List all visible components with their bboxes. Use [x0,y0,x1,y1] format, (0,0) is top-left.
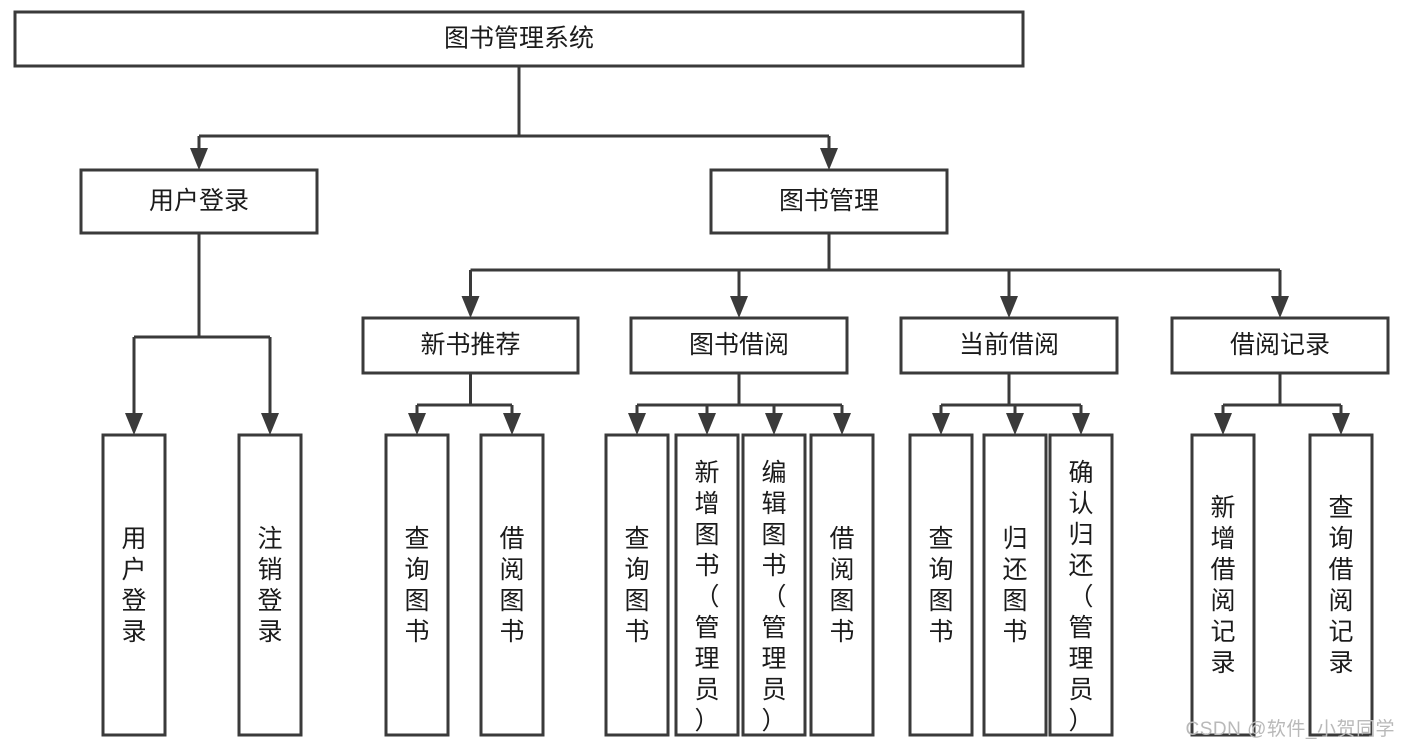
node-box[interactable] [709,168,949,235]
node-book-borrow[interactable]: 图书借阅 [629,316,849,375]
arrow-head-icon [461,296,480,318]
arrow-head-icon [730,296,748,318]
node-label: 归还图书 [1002,525,1027,646]
arrow-head-icon [1214,413,1232,435]
node-new-book-recommend[interactable]: 新书推荐 [361,316,580,375]
node-label: 确认归还（管理员） [1068,459,1093,735]
node-user-login[interactable]: 用户登录 [79,168,319,235]
node-leaf-borrow-book-rec[interactable]: 借阅图书 [479,433,545,737]
node-box[interactable] [237,433,303,737]
node-label: 新增图书（管理员） [694,459,719,735]
arrow-head-icon [408,413,426,435]
node-label: 图书管理 [779,187,879,215]
node-leaf-borrow-book[interactable]: 借阅图书 [809,433,875,737]
node-leaf-query-book-borrow[interactable]: 查询图书 [604,433,670,737]
node-label: 编辑图书（管理员） [761,459,786,735]
arrow-head-icon [765,413,783,435]
node-label: 借阅图书 [829,525,854,646]
node-current-borrow[interactable]: 当前借阅 [899,316,1119,375]
node-label: 用户登录 [121,525,146,646]
watermark-text: CSDN @软件_小贺同学 [1185,719,1395,740]
arrow-head-icon [1271,296,1289,318]
node-label: 新增借阅记录 [1210,494,1235,677]
node-leaf-return-book[interactable]: 归还图书 [982,433,1048,737]
node-leaf-confirm-return-admin[interactable]: 确认归还（管理员） [1048,433,1114,737]
node-label: 当前借阅 [959,331,1059,359]
arrow-head-icon [1006,413,1024,435]
node-box[interactable] [13,10,1025,68]
node-leaf-user-login[interactable]: 用户登录 [101,433,167,737]
node-root[interactable]: 图书管理系统 [13,10,1025,68]
node-box[interactable] [1190,433,1256,737]
node-leaf-query-book-rec[interactable]: 查询图书 [384,433,450,737]
connector-layer [125,66,1350,435]
arrow-head-icon [833,413,851,435]
node-box[interactable] [361,316,580,375]
node-label: 查询图书 [928,525,953,646]
node-book-manage[interactable]: 图书管理 [709,168,949,235]
node-label: 查询图书 [624,525,649,646]
arrow-head-icon [190,148,208,170]
arrow-head-icon [1332,413,1350,435]
node-borrow-record[interactable]: 借阅记录 [1170,316,1390,375]
node-box[interactable] [1308,433,1374,737]
node-box[interactable] [79,168,319,235]
node-box[interactable] [604,433,670,737]
node-box[interactable] [479,433,545,737]
node-box[interactable] [1170,316,1390,375]
node-label: 借阅图书 [499,525,524,646]
arrow-head-icon [628,413,646,435]
arrow-head-icon [503,413,521,435]
node-leaf-query-borrow-record[interactable]: 查询借阅记录 [1308,433,1374,737]
node-label: 图书管理系统 [444,25,594,53]
node-box[interactable] [982,433,1048,737]
arrow-head-icon [1072,413,1090,435]
arrow-head-icon [125,413,143,435]
node-label: 新书推荐 [420,331,520,359]
node-box[interactable] [741,433,807,737]
arrow-head-icon [698,413,716,435]
arrow-head-icon [261,413,279,435]
node-label: 查询借阅记录 [1328,494,1353,677]
node-box[interactable] [908,433,974,737]
node-box[interactable] [1048,433,1114,737]
node-box[interactable] [101,433,167,737]
node-label: 图书借阅 [689,331,789,359]
arrow-head-icon [1000,296,1018,318]
node-box[interactable] [629,316,849,375]
node-box[interactable] [809,433,875,737]
node-leaf-add-borrow-record[interactable]: 新增借阅记录 [1190,433,1256,737]
node-box[interactable] [384,433,450,737]
node-leaf-user-logout[interactable]: 注销登录 [237,433,303,737]
arrow-head-icon [820,148,838,170]
node-leaf-add-book-admin[interactable]: 新增图书（管理员） [674,433,740,737]
node-box[interactable] [899,316,1119,375]
node-label: 用户登录 [149,187,249,215]
node-label: 查询图书 [404,525,429,646]
node-layer: 图书管理系统用户登录图书管理新书推荐图书借阅当前借阅借阅记录用户登录注销登录查询… [13,10,1390,737]
node-box[interactable] [674,433,740,737]
arrow-head-icon [932,413,950,435]
node-leaf-edit-book-admin[interactable]: 编辑图书（管理员） [741,433,807,737]
node-leaf-query-book-current[interactable]: 查询图书 [908,433,974,737]
node-label: 注销登录 [257,525,282,646]
node-label: 借阅记录 [1230,331,1330,359]
